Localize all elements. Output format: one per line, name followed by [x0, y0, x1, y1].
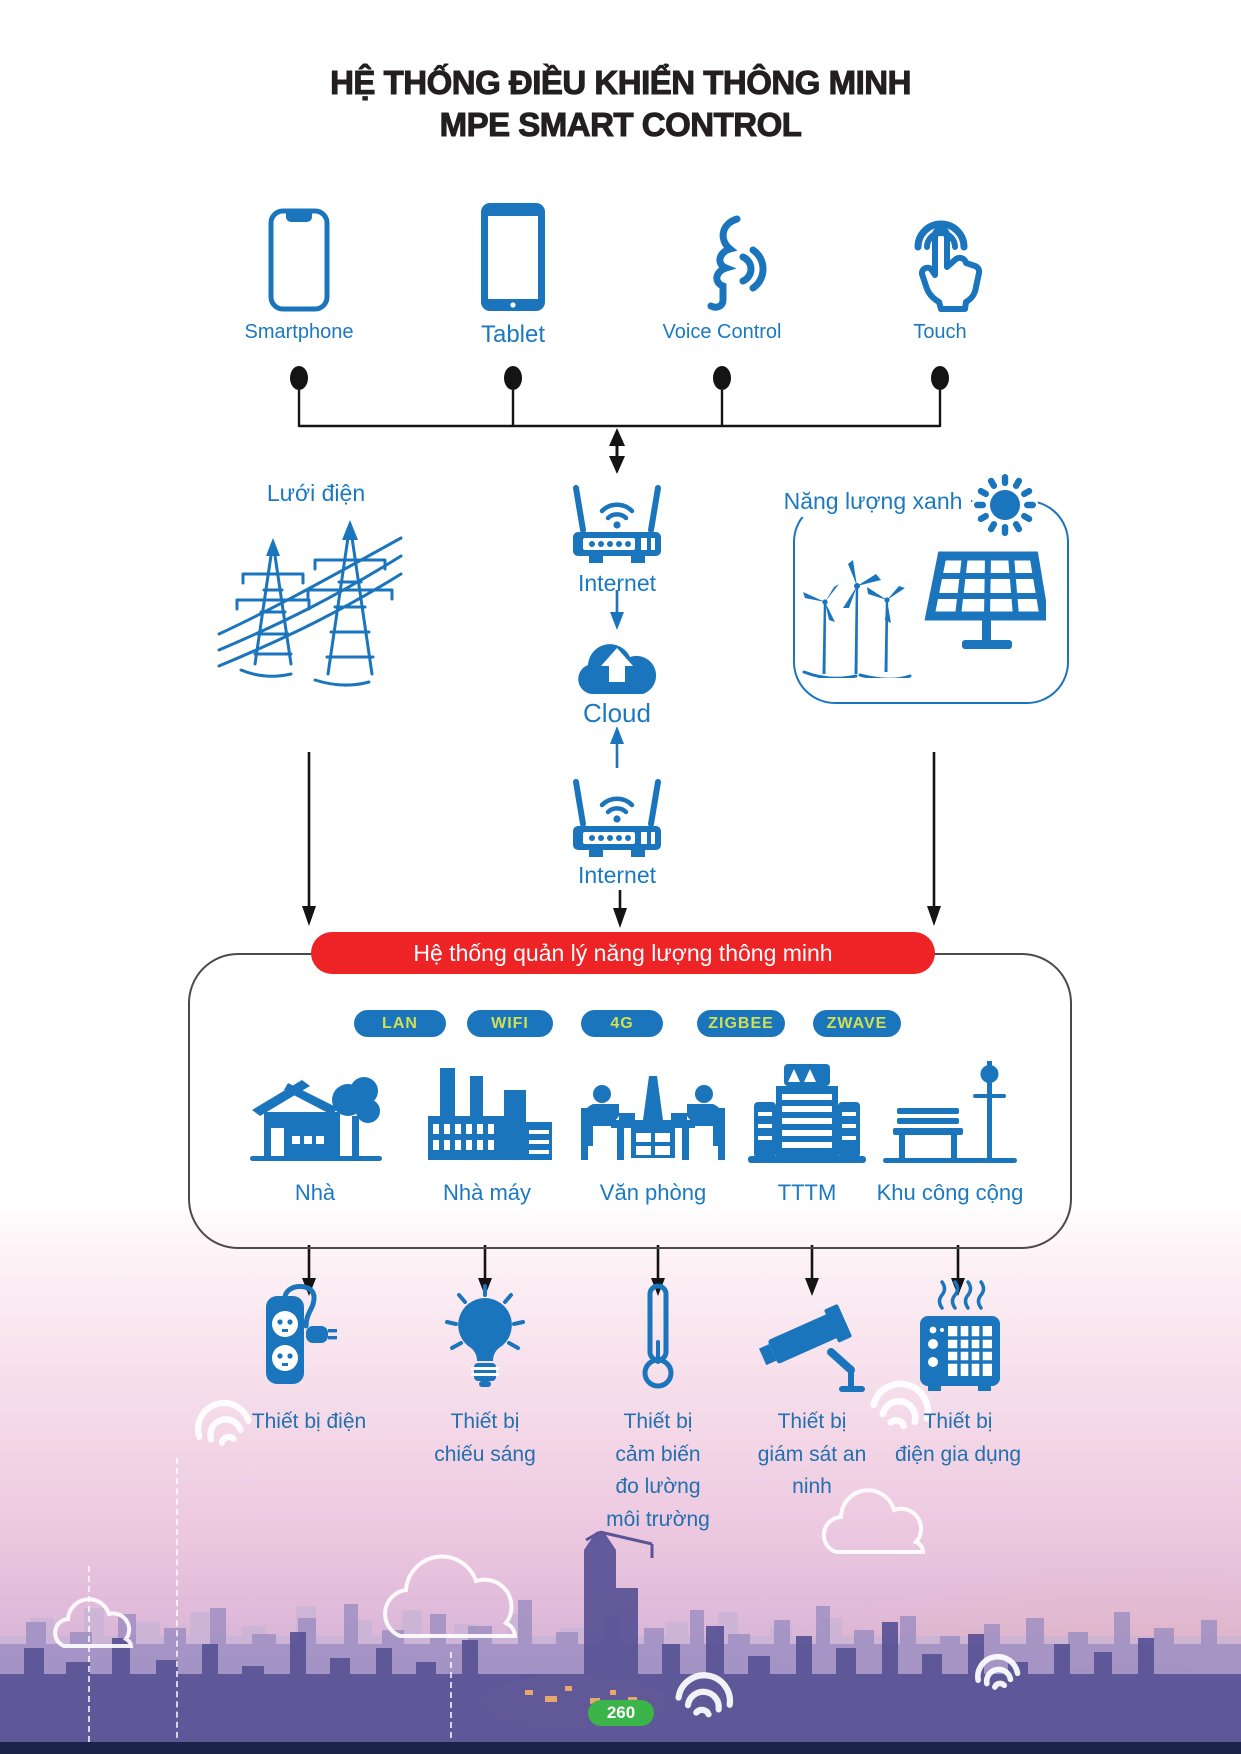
end-device-lighting: Thiết bị chiếu sáng: [397, 1284, 573, 1471]
protocol-badge-4g: 4G: [581, 1010, 663, 1037]
smartphone-icon: [214, 195, 384, 313]
protocol-badge-zigbee: ZIGBEE: [697, 1010, 785, 1037]
end-device-label: Thiết bị giám sát an ninh: [757, 1410, 867, 1499]
end-device-label: Thiết bị điện gia dụng: [894, 1410, 1022, 1466]
location-label: Nhà: [294, 1180, 336, 1205]
sun-icon: [972, 472, 1038, 538]
wifi-signal-icon: [194, 1399, 252, 1446]
internet-router-bottom: [567, 772, 667, 860]
end-device-security: Thiết bị giám sát an ninh: [724, 1300, 900, 1504]
public-space-icon: [862, 1061, 1038, 1164]
wifi-signal-icon: [870, 1380, 932, 1430]
green-energy-label: Năng lượng xanh: [775, 486, 971, 517]
page-number-badge: 260: [588, 1700, 654, 1726]
wind-turbines-icon: [802, 560, 912, 678]
protocol-badge-lan: LAN: [354, 1010, 446, 1037]
device-label: Smartphone: [244, 321, 354, 343]
page-title: HỆ THỐNG ĐIỀU KHIỂN THÔNG MINH MPE SMART…: [0, 62, 1241, 146]
router-icon: [573, 779, 661, 857]
location-house: Nhà: [227, 1062, 403, 1206]
end-device-label: Thiết bị điện: [251, 1410, 367, 1433]
location-label: Nhà máy: [442, 1180, 532, 1205]
wifi-signal-icon: [975, 1653, 1021, 1690]
cloud-label: Cloud: [583, 698, 651, 728]
internet-bottom-label: Internet: [578, 862, 656, 888]
touch-icon: [855, 195, 1025, 313]
location-public-space: Khu công cộng: [862, 1061, 1038, 1206]
cloud-icon: [571, 634, 663, 696]
wifi-signal-icon: [675, 1672, 734, 1718]
router-icon: [573, 485, 661, 563]
location-office: Văn phòng: [565, 1062, 741, 1206]
end-device-appliance: Thiết bị điện gia dụng: [870, 1280, 1046, 1471]
power-strip-icon: [221, 1284, 397, 1392]
end-device-electric: Thiết bị điện: [221, 1284, 397, 1439]
office-icon: [565, 1062, 741, 1164]
control-touch: Touch: [855, 195, 1025, 344]
end-device-label: Thiết bị chiếu sáng: [434, 1410, 536, 1466]
protocol-badge-wifi: WIFI: [467, 1010, 553, 1037]
thermometer-icon: [570, 1283, 746, 1392]
end-device-label: Thiết bị cảm biến đo lường môi trường: [606, 1410, 710, 1531]
factory-icon: [399, 1062, 575, 1164]
voice-control-icon: [637, 195, 807, 313]
signal-dashed-line: [176, 1458, 178, 1748]
location-factory: Nhà máy: [399, 1062, 575, 1206]
device-label: Touch: [913, 321, 967, 343]
location-label: Khu công cộng: [876, 1180, 1024, 1205]
device-label: Voice Control: [662, 321, 782, 343]
signal-dashed-line: [450, 1652, 452, 1748]
device-label: Tablet: [480, 321, 546, 348]
end-device-sensor: Thiết bị cảm biến đo lường môi trường: [570, 1283, 746, 1536]
signal-dashed-line: [88, 1566, 90, 1752]
city-skyline: [0, 1488, 1241, 1754]
location-label: Văn phòng: [599, 1180, 707, 1205]
location-mall: TTTM: [719, 1062, 895, 1206]
title-line-1: HỆ THỐNG ĐIỀU KHIỂN THÔNG MINH: [330, 64, 912, 102]
appliance-icon: [870, 1280, 1046, 1392]
mall-icon: [719, 1062, 895, 1164]
control-voice: Voice Control: [637, 195, 807, 344]
grid-label: Lưới điện: [266, 480, 366, 506]
house-icon: [227, 1062, 403, 1164]
light-bulb-icon: [397, 1284, 573, 1392]
internet-router-top: [567, 478, 667, 566]
tablet-icon: [428, 195, 598, 313]
ems-banner: Hệ thống quản lý năng lượng thông minh: [311, 932, 935, 974]
control-tablet: Tablet: [428, 195, 598, 349]
cctv-camera-icon: [724, 1300, 900, 1392]
internet-top-label: Internet: [578, 570, 656, 596]
protocol-badge-zwave: ZWAVE: [813, 1010, 901, 1037]
cloud-outlines: [53, 1488, 926, 1648]
solar-panel-icon: [924, 551, 1046, 649]
control-smartphone: Smartphone: [214, 195, 384, 344]
footer-strip: [0, 1742, 1241, 1754]
location-label: TTTM: [777, 1180, 837, 1205]
power-lines-icon: [217, 520, 403, 687]
title-line-2: MPE SMART CONTROL: [439, 105, 802, 143]
